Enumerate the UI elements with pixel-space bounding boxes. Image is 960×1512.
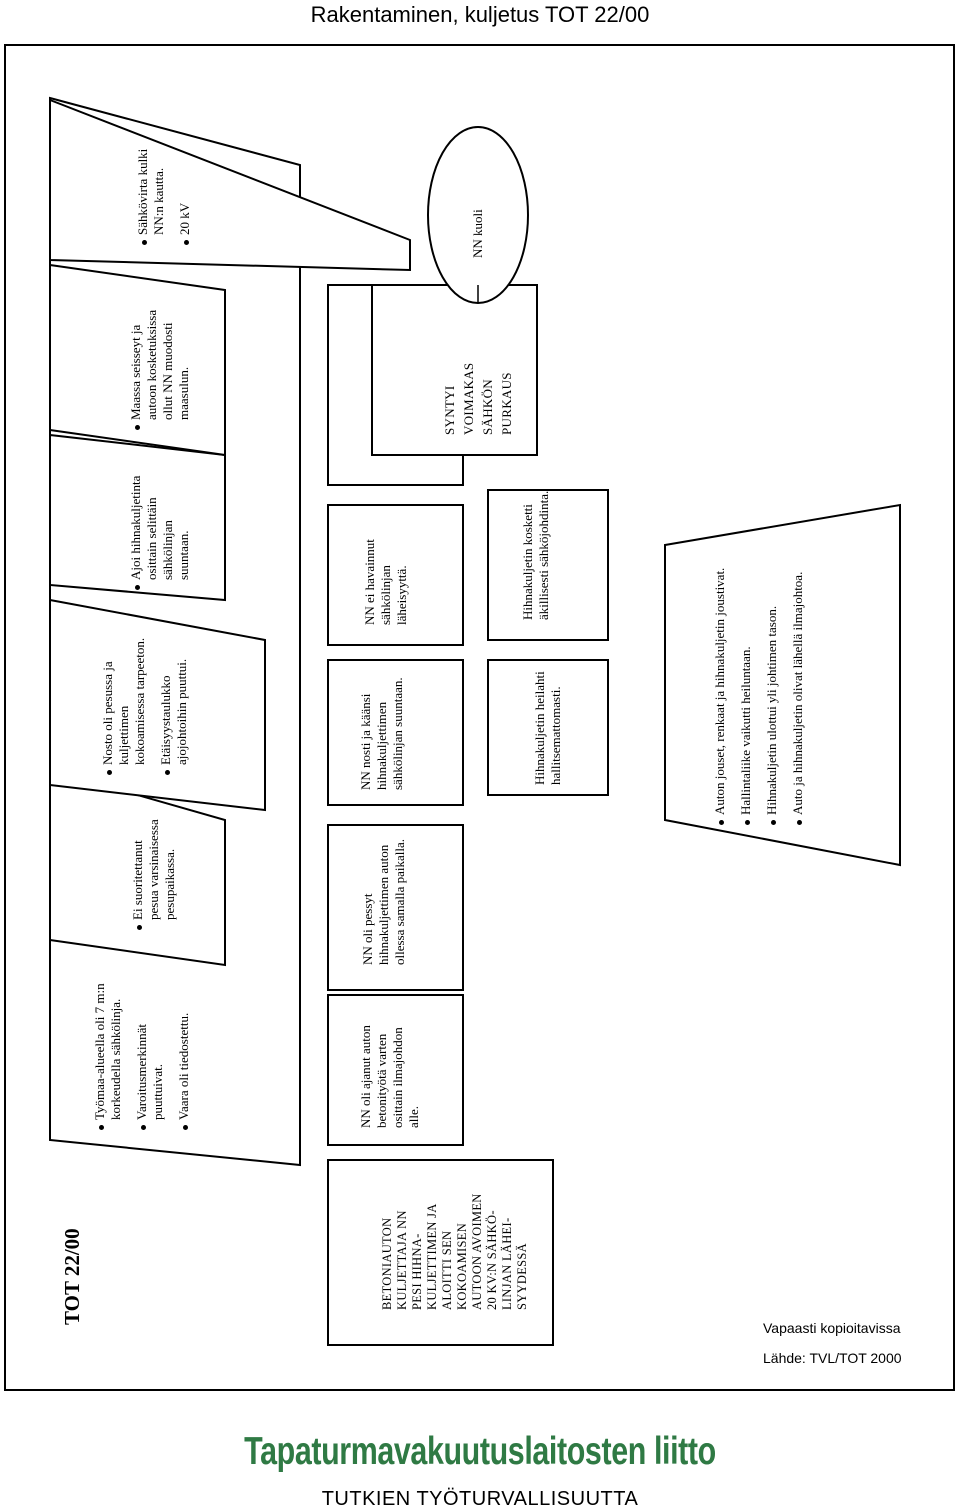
condition-3-text: Nosto oli pesussa ja kuljettimen kokoami…	[100, 635, 200, 775]
condition-4-bullet-1: Ajoi hihnakuljetinta osittain selittäin …	[128, 470, 192, 590]
condition-1-bullet-3: Vaara oli tiedostettu.	[176, 965, 192, 1130]
discharge-text: SYNTYI VOIMAKAS SÄHKÖN PURKAUS	[442, 362, 514, 435]
condition-3-bullet-2: Etäisyystaulukko ajojohtoihin puuttui.	[158, 635, 190, 775]
main-event-text: BETONIAUTON KULJETTAJA NN PESI HIHNA-KUL…	[380, 1193, 529, 1310]
factor-bullet-2: Hallintaliike vaikutti heiluntaan.	[738, 510, 754, 825]
action-box-4	[327, 504, 464, 646]
condition-2-bullet-1: Ei suoritettanut pesua varsinaisessa pes…	[130, 810, 178, 930]
condition-5-text: Maassa seisseyt ja autoon kosketuksissa …	[128, 300, 202, 430]
action-3-text: NN nosti ja käänsi hihnakuljettimen sähk…	[358, 677, 405, 790]
event-box-2	[487, 489, 609, 641]
factor-bullet-3: Hihnakuljetin ulottui yli johtimen tason…	[764, 510, 780, 825]
condition-2-text: Ei suoritettanut pesua varsinaisessa pes…	[130, 810, 188, 930]
organization-unit: TUTKIEN TYÖTURVALLISUUTTA	[321, 1488, 639, 1510]
action-2-text: NN oli pessyt hihnakuljettimen auton oll…	[360, 839, 407, 965]
action-box-1	[327, 994, 464, 1146]
condition-1-bullet-2: Varoitusmerkinnät puuttuivat.	[134, 965, 166, 1130]
condition-6-text: Sähkövirta kulki NN:n kautta. 20 kV	[135, 135, 203, 245]
condition-4-text: Ajoi hihnakuljetinta osittain selittäin …	[128, 470, 202, 590]
page-title: Rakentaminen, kuljetus TOT 22/00	[310, 2, 650, 27]
condition-box-6	[49, 98, 411, 272]
discharge-box	[371, 284, 538, 456]
event-1-text: Hihnakuljetin heilahti hallitsemattomast…	[532, 671, 563, 785]
action-box-3	[327, 659, 464, 806]
condition-5-bullet-1: Maassa seisseyt ja autoon kosketuksissa …	[128, 300, 192, 430]
condition-3-bullet-1: Nosto oli pesussa ja kuljettimen kokoami…	[100, 635, 148, 775]
organization-logo-text: Tapaturmavakuutuslaitosten liitto	[244, 1430, 716, 1473]
event-2-text: Hihnakuljetin kosketti äkillisesti sähkö…	[520, 490, 551, 620]
condition-1-bullet-1: Työmaa-alueella oli 7 m:n korkeudella sä…	[92, 965, 124, 1130]
action-4-text: NN ei havainnut sähkölinjan läheisyyttä.	[362, 539, 409, 625]
action-box-2	[327, 824, 464, 991]
source-note: Lähde: TVL/TOT 2000	[763, 1350, 902, 1366]
copy-note: Vapaasti kopioitavissa	[763, 1320, 901, 1336]
diagram-frame	[4, 44, 955, 1391]
condition-6-bullet-1: Sähkövirta kulki NN:n kautta.	[135, 135, 167, 245]
outcome-text: NN kuoli	[470, 209, 485, 258]
condition-1-text: Työmaa-alueella oli 7 m:n korkeudella sä…	[92, 965, 202, 1130]
factor-bullet-1: Auton jouset, renkaat ja hihnakuljetin j…	[712, 510, 728, 825]
event-box-1	[487, 659, 609, 796]
action-1-text: NN oli ajanut auton betonityötä varten o…	[358, 1025, 421, 1128]
condition-6-bullet-2: 20 kV	[177, 135, 193, 245]
factors-text: Auton jouset, renkaat ja hihnakuljetin j…	[712, 510, 816, 825]
main-event-box	[327, 1159, 554, 1346]
case-id: TOT 22/00	[60, 1228, 84, 1325]
factor-bullet-4: Auto ja hihnakuljetin olivat lähellä ilm…	[790, 510, 806, 825]
